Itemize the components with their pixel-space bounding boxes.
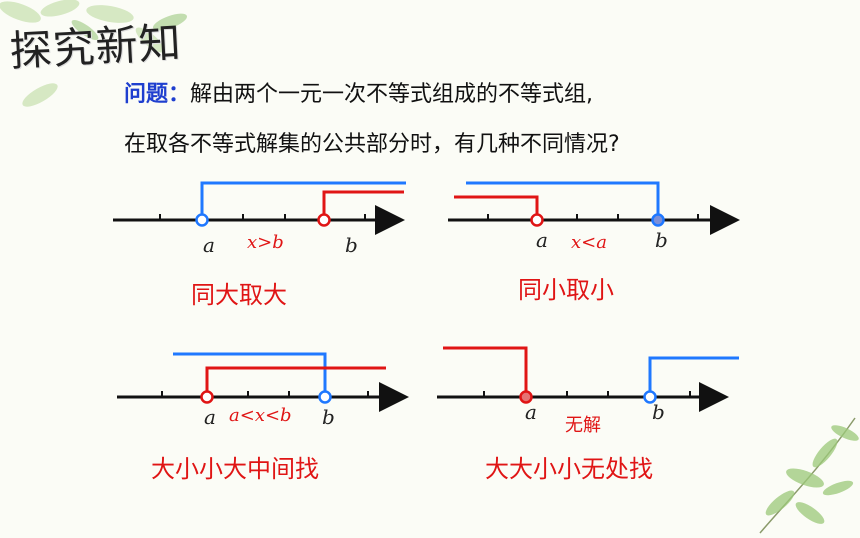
red-ray-x-lt-a: [443, 346, 528, 397]
question-text-1: 解由两个一元一次不等式组成的不等式组,: [190, 82, 594, 107]
open-point-b: [643, 390, 657, 404]
open-point-a: [200, 390, 214, 404]
relation-label: x<a: [571, 232, 607, 253]
question-line-1: 问题：解由两个一元一次不等式组成的不等式组,: [124, 76, 593, 108]
rule-case-1: 同大取大: [191, 281, 287, 309]
open-point-a: [195, 213, 209, 227]
label-b: b: [345, 233, 358, 257]
label-b: b: [322, 405, 335, 429]
case-1-number-line: a x>b b: [113, 181, 406, 257]
label-a: a: [525, 400, 537, 424]
open-point-b: [318, 390, 332, 404]
case-2-number-line: a x<a b: [448, 181, 740, 253]
point-b: [651, 213, 665, 227]
open-point-b: [317, 213, 331, 227]
red-ray-x-gt-a: [205, 366, 386, 397]
red-ray-x-gt-b: [322, 190, 404, 220]
leaf-decoration-bottom-right: [759, 417, 859, 534]
no-solution-label: 无解: [565, 415, 601, 436]
label-b: b: [652, 400, 665, 424]
case-4-number-line: a 无解 b: [437, 346, 739, 436]
rule-case-2: 同小取小: [518, 276, 614, 304]
question-label: 问题：: [124, 82, 191, 107]
rule-case-4: 大大小小无处找: [485, 455, 653, 483]
relation-label: x>b: [247, 232, 284, 253]
red-ray-x-lt-a: [454, 195, 539, 220]
leaf-decoration-top-left: [0, 0, 188, 107]
open-point-a: [530, 213, 544, 227]
label-a: a: [204, 405, 216, 429]
blue-ray-x-gt-a: [200, 181, 406, 220]
rule-case-3: 大小小大中间找: [151, 455, 319, 483]
blue-ray-x-gt-b: [648, 356, 739, 397]
question-line-2: 在取各不等式解集的公共部分时，有几种不同情况?: [124, 132, 620, 157]
relation-label: a<x<b: [229, 405, 292, 426]
point-a: [519, 390, 533, 404]
case-3-number-line: a a<x<b b: [117, 352, 409, 429]
label-a: a: [536, 228, 548, 252]
blue-ray-x-lt-b: [173, 352, 327, 397]
blue-ray-x-lt-b: [466, 181, 660, 220]
label-a: a: [203, 233, 215, 257]
label-b: b: [655, 228, 668, 252]
